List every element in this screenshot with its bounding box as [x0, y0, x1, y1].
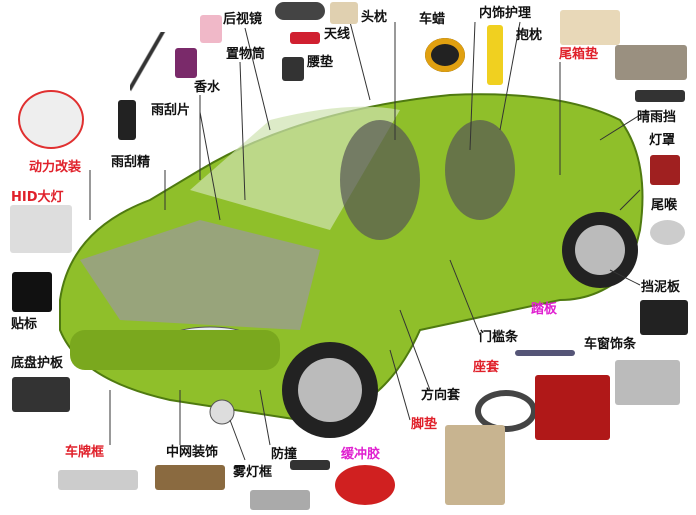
- decal-image: [12, 272, 52, 312]
- seat-rear: [445, 120, 515, 220]
- label-lamp-cover: 灯罩: [649, 133, 676, 148]
- antenna-image: [290, 32, 320, 44]
- engine-bay: [80, 220, 320, 330]
- label-buffer-rubber: 缓冲胶: [341, 447, 381, 462]
- label-car-wax: 车蜡: [419, 12, 446, 27]
- label-rain-visor: 晴雨挡: [637, 110, 677, 125]
- label-rearview-mirror: 后视镜: [223, 12, 263, 27]
- label-wiper-blade: 雨刮片: [151, 103, 191, 118]
- fog-light: [209, 399, 235, 425]
- label-interior-care: 内饰护理: [479, 6, 532, 21]
- label-storage-box: 置物筒: [226, 47, 266, 62]
- car-wax-image: [425, 38, 465, 72]
- mudflap-image: [640, 300, 688, 335]
- label-pillow: 抱枕: [516, 28, 543, 43]
- grille-trim-image: [155, 465, 225, 490]
- label-plate-frame: 车牌框: [65, 445, 105, 460]
- floor-mat-image: [445, 425, 505, 505]
- wiper-fluid-image: [118, 100, 136, 140]
- label-headrest: 头枕: [361, 10, 388, 25]
- seat-front: [340, 120, 420, 240]
- label-skid-plate: 底盘护板: [11, 356, 64, 371]
- label-antenna: 天线: [324, 27, 351, 42]
- label-fog-light-frame: 雾灯框: [233, 465, 273, 480]
- buffer-rubber-image: [335, 465, 395, 505]
- interior-care-image: [487, 25, 503, 85]
- steering-cover-image: [475, 390, 537, 432]
- storage-box-image: [200, 15, 222, 43]
- label-floor-mat: 脚垫: [411, 417, 438, 432]
- performance-mod-image: [18, 90, 84, 149]
- headrest-image: [330, 2, 358, 24]
- front-bumper: [70, 330, 280, 370]
- perfume-image: [175, 48, 197, 78]
- plate-frame-image: [58, 470, 138, 490]
- door-sill-image: [515, 350, 575, 356]
- label-lumbar-pad: 腰垫: [307, 55, 334, 70]
- label-exhaust-tip: 尾喉: [651, 198, 678, 213]
- trunk-mat-image: [615, 45, 687, 80]
- pillow-image: [560, 10, 620, 45]
- label-bumper-guard: 防撞: [271, 447, 298, 462]
- label-pedal: 踏板: [531, 302, 558, 317]
- lumbar-pad-image: [282, 57, 304, 81]
- window-trim-image: [615, 360, 680, 405]
- lamp-cover-image: [650, 155, 680, 185]
- seat-cover-image: [535, 375, 610, 440]
- label-steering-cover: 方向套: [421, 388, 461, 403]
- rain-visor-image: [635, 90, 685, 102]
- label-seat-cover: 座套: [473, 360, 500, 375]
- label-wiper-fluid: 雨刮精: [111, 155, 151, 170]
- label-performance-mod: 动力改装: [29, 160, 82, 175]
- label-mudflap: 挡泥板: [641, 280, 681, 295]
- label-door-sill: 门槛条: [479, 330, 519, 345]
- hid-headlight-image: [10, 205, 72, 253]
- skid-plate-image: [12, 377, 70, 412]
- label-perfume: 香水: [194, 80, 221, 95]
- label-trunk-mat: 尾箱垫: [559, 47, 599, 62]
- wiper-blade-image: [130, 32, 170, 92]
- label-window-trim: 车窗饰条: [584, 337, 637, 352]
- label-decal: 贴标: [11, 317, 38, 332]
- rearview-mirror-image: [275, 2, 325, 20]
- bumper-guard-image: [290, 460, 330, 470]
- fog-light-frame-image: [250, 490, 310, 510]
- label-grille-trim: 中网装饰: [166, 445, 219, 460]
- exhaust-tip-image: [650, 220, 685, 245]
- label-hid-headlight: HID大灯: [11, 190, 64, 205]
